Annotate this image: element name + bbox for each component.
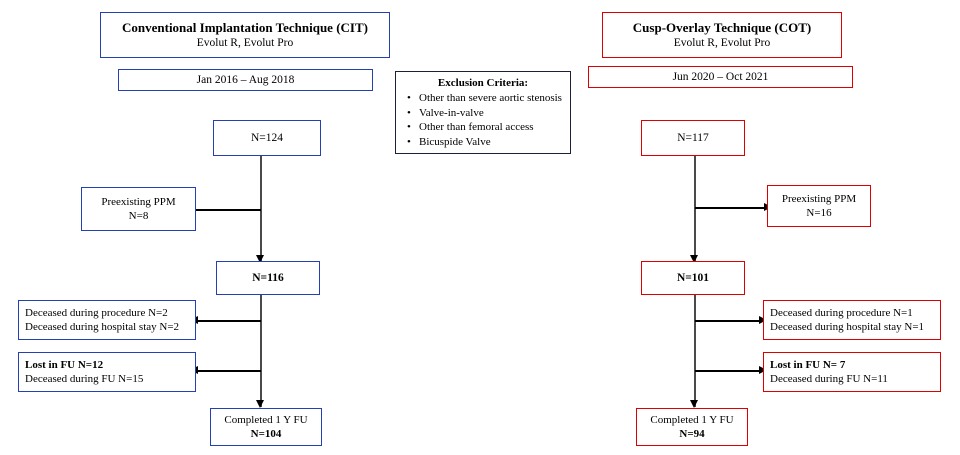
right-header-subtitle: Evolut R, Evolut Pro — [673, 36, 771, 49]
left-followup-loss-box: Lost in FU N=12 Deceased during FU N=15 — [18, 352, 196, 392]
right-followup-loss-line1: Lost in FU N= 7 — [770, 358, 846, 371]
left-deaths-line2: Deceased during hospital stay N=2 — [25, 321, 180, 333]
right-header-box: Cusp-Overlay Technique (COT) Evolut R, E… — [602, 12, 842, 58]
left-ppm-line1: Preexisting PPM — [101, 195, 176, 208]
left-period-box: Jan 2016 – Aug 2018 — [118, 69, 373, 91]
left-ppm-box: Preexisting PPM N=8 — [81, 187, 196, 231]
exclusion-criteria-list: Other than severe aortic stenosis Valve-… — [401, 91, 562, 149]
right-ppm-box: Preexisting PPM N=16 — [767, 185, 871, 227]
left-followup-loss-line2: Deceased during FU N=15 — [25, 373, 144, 385]
right-trunk-lower — [694, 295, 696, 407]
exclusion-criteria-title: Exclusion Criteria: — [437, 77, 529, 89]
right-arrow-down-lower — [690, 400, 698, 408]
exclusion-item: Other than femoral access — [405, 120, 562, 135]
left-header-subtitle: Evolut R, Evolut Pro — [196, 36, 294, 49]
right-completed-box: Completed 1 Y FU N=94 — [636, 408, 748, 446]
left-arrow-down-upper — [256, 255, 264, 263]
right-completed-line1: Completed 1 Y FU — [650, 413, 734, 426]
right-ppm-line2: N=16 — [806, 207, 832, 219]
right-period-label: Jun 2020 – Oct 2021 — [672, 70, 769, 83]
left-completed-line2: N=104 — [250, 428, 282, 440]
exclusion-item: Bicuspide Valve — [405, 135, 562, 150]
right-followup-loss-line2: Deceased during FU N=11 — [770, 373, 888, 385]
exclusion-item: Other than severe aortic stenosis — [405, 91, 562, 106]
right-completed-line2: N=94 — [679, 428, 705, 440]
exclusion-criteria-box: Exclusion Criteria: Other than severe ao… — [395, 71, 571, 154]
right-enrolled-label: N=117 — [677, 131, 709, 144]
left-deaths-line1: Deceased during procedure N=2 — [25, 306, 168, 319]
left-branch-fu-line — [196, 370, 261, 372]
right-after-exclusion-label: N=101 — [676, 271, 710, 284]
right-branch-ppm-line — [695, 207, 767, 209]
right-deaths-line2: Deceased during hospital stay N=1 — [770, 321, 925, 333]
left-after-exclusion-box: N=116 — [216, 261, 320, 295]
right-enrolled-box: N=117 — [641, 120, 745, 156]
left-completed-line1: Completed 1 Y FU — [224, 413, 308, 426]
right-branch-fu-line — [695, 370, 762, 372]
left-arrow-down-lower — [256, 400, 264, 408]
right-followup-loss-box: Lost in FU N= 7 Deceased during FU N=11 — [763, 352, 941, 392]
right-deaths-line1: Deceased during procedure N=1 — [770, 306, 913, 319]
left-after-exclusion-label: N=116 — [252, 271, 284, 284]
right-header-title: Cusp-Overlay Technique (COT) — [632, 19, 812, 35]
left-ppm-line2: N=8 — [128, 210, 149, 222]
left-branch-deaths-line — [196, 320, 261, 322]
left-trunk-lower — [260, 295, 262, 407]
left-branch-ppm-line — [175, 209, 261, 211]
right-branch-deaths-line — [695, 320, 762, 322]
exclusion-item: Valve-in-valve — [405, 106, 562, 121]
left-deaths-box: Deceased during procedure N=2 Deceased d… — [18, 300, 196, 340]
left-enrolled-label: N=124 — [250, 131, 284, 144]
right-deaths-box: Deceased during procedure N=1 Deceased d… — [763, 300, 941, 340]
right-period-box: Jun 2020 – Oct 2021 — [588, 66, 853, 88]
left-followup-loss-line1: Lost in FU N=12 — [25, 358, 104, 371]
right-ppm-line1: Preexisting PPM — [781, 192, 857, 205]
left-header-box: Conventional Implantation Technique (CIT… — [100, 12, 390, 58]
left-period-label: Jan 2016 – Aug 2018 — [196, 73, 295, 86]
right-trunk-upper — [694, 156, 696, 262]
left-enrolled-box: N=124 — [213, 120, 321, 156]
left-completed-box: Completed 1 Y FU N=104 — [210, 408, 322, 446]
right-after-exclusion-box: N=101 — [641, 261, 745, 295]
right-arrow-down-upper — [690, 255, 698, 263]
left-header-title: Conventional Implantation Technique (CIT… — [122, 19, 368, 35]
